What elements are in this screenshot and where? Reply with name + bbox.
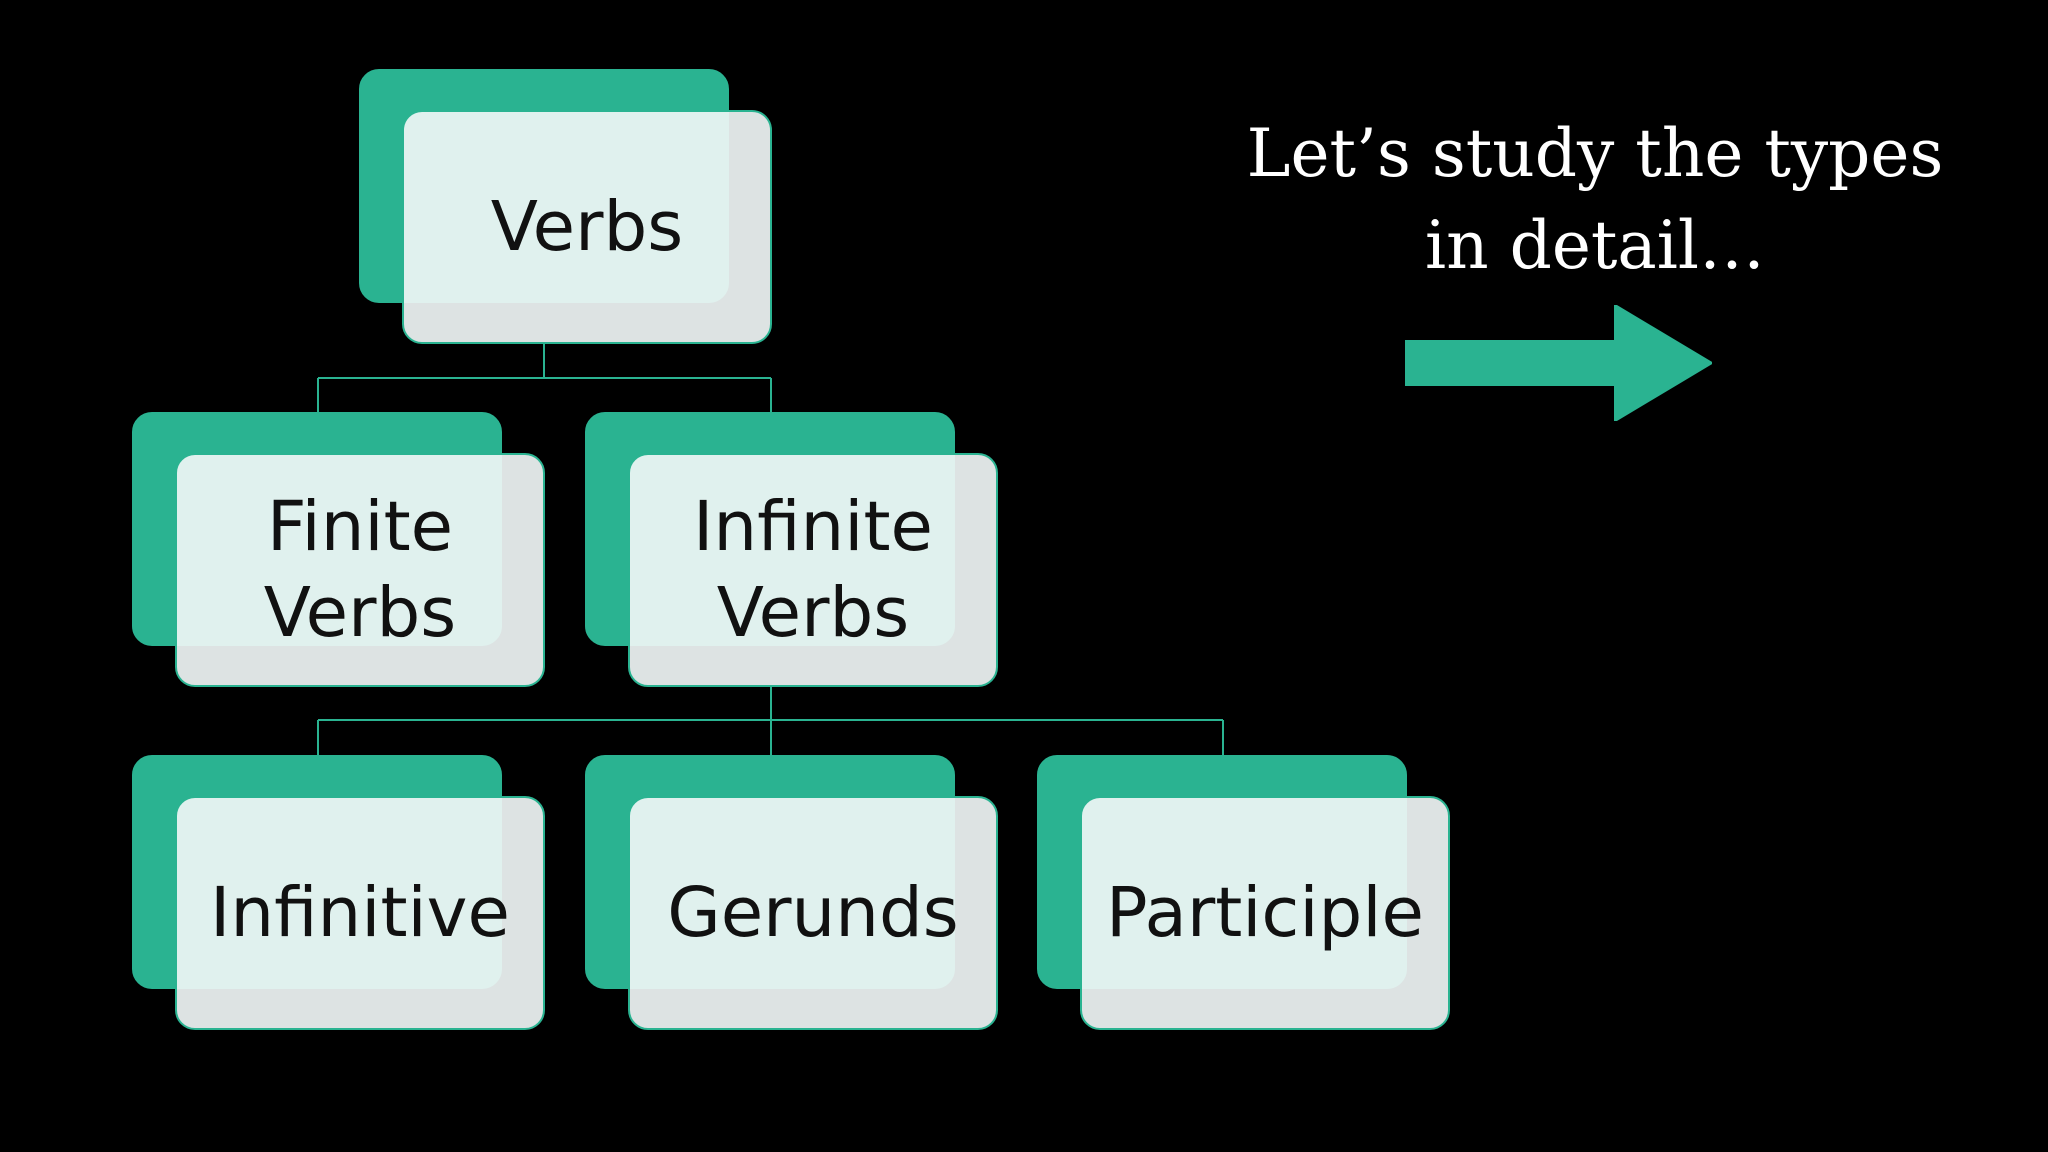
node-finite-verbs: Finite Verbs [132,412,545,687]
node-finite-verbs-label: Finite Verbs [263,487,457,653]
node-infinite-verbs: Infinite Verbs [585,412,998,687]
node-finite-verbs-card: Finite Verbs [175,453,545,687]
node-infinitive-label: Infinitive [210,873,510,953]
node-verbs-card: Verbs [402,110,772,344]
node-participle-label: Participle [1106,873,1424,953]
node-participle: Participle [1037,755,1450,1030]
node-verbs: Verbs [359,69,772,344]
node-participle-card: Participle [1080,796,1450,1030]
node-gerunds-label: Gerunds [667,873,959,953]
right-arrow-icon [1405,305,1712,421]
node-infinite-verbs-label: Infinite Verbs [693,487,933,653]
node-infinite-verbs-card: Infinite Verbs [628,453,998,687]
node-verbs-label: Verbs [490,187,684,267]
node-gerunds-card: Gerunds [628,796,998,1030]
node-infinitive-card: Infinitive [175,796,545,1030]
node-infinitive: Infinitive [132,755,545,1030]
node-gerunds: Gerunds [585,755,998,1030]
caption-text: Let’s study the types in detail… [1246,115,1944,284]
